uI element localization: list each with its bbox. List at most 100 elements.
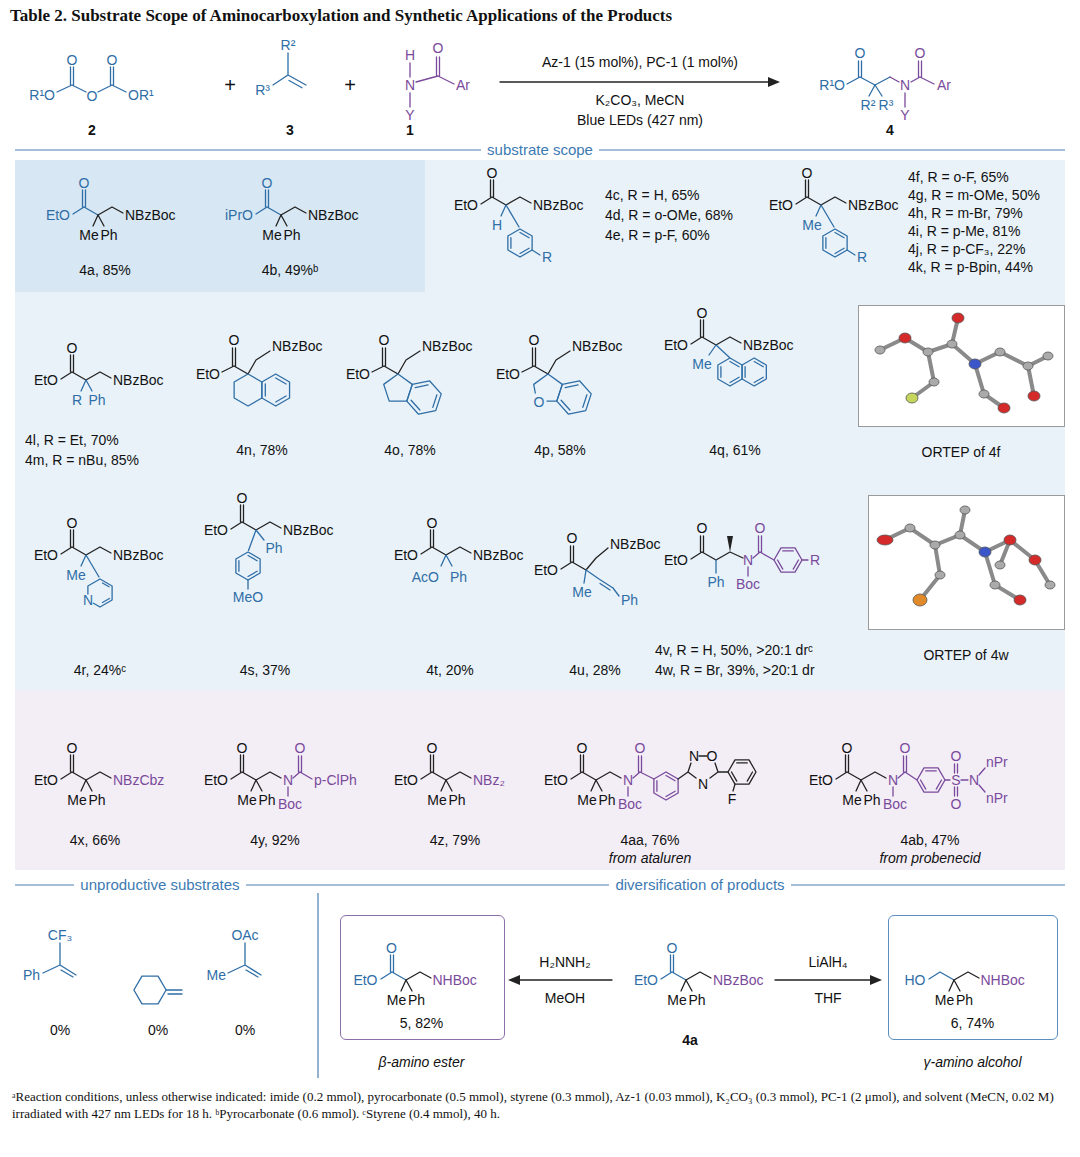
node-text: NHBoc [433,972,477,988]
structure-label: EtO [634,972,658,988]
structure-path [775,979,872,980]
structure-label: Me [79,227,98,243]
structure-use [441,780,452,791]
structure-label: N [689,748,699,764]
structure-label: 4o, 78% [384,442,435,458]
structure-use [506,197,531,205]
structure-ellipse [930,541,940,549]
structure-g [571,755,621,791]
structure-label: Boc [278,796,302,812]
structure-use [856,780,867,791]
structure-label: NBzBoc [610,536,661,552]
structure-use [681,980,692,991]
structure-use [256,522,281,530]
structure-g [929,972,979,991]
structure-label: EtO [544,772,568,788]
structure-use [231,505,256,530]
structure-label: O [900,740,911,756]
structure-rect [858,305,1065,427]
structure-label: 4i, R = p-Me, 81% [908,223,1020,239]
structure-label: OR¹ [128,87,154,103]
structure-use [446,547,471,555]
structure-path [532,250,540,255]
structure-ellipse [1023,362,1033,370]
structure-g [421,530,471,566]
structure-label: NBzBoc [848,197,899,213]
structure-path [885,510,1050,600]
structure-ellipse [877,535,893,545]
node-text: EtO [353,972,377,988]
structure-label: O [707,748,718,764]
structure-label: Ph [100,227,117,243]
structure-use [712,355,748,390]
structure-use [256,190,281,215]
structure-label: O [67,515,78,531]
structure-label: 4z, 79% [430,832,481,848]
structure-label: 0% [235,1022,255,1038]
structure-use [661,955,686,980]
node-text: ORTEP of 4f [922,444,1001,460]
structure-path [500,81,770,82]
structure-use [861,772,886,780]
structure-ellipse [1043,352,1053,360]
structure-use [73,190,98,215]
structure-label: p-ClPh [314,772,357,788]
structure-label: LiAlH₄ [808,954,847,970]
structure-g [691,320,772,389]
structure-label: EtO [34,547,58,563]
structure-g [880,318,1050,600]
structure-label: NBzBoc [533,197,584,213]
structure-use [421,755,446,780]
structure-label: Az-1 (15 mol%), PC-1 (1 mol%) [542,54,738,70]
structure-ellipse [952,313,964,323]
structure-use [231,755,256,780]
structure-polygon [870,975,882,985]
structure-g [381,955,431,991]
structure-use [61,355,86,380]
structure-label: THF [814,990,841,1006]
structure-label: O [529,332,540,348]
structure-use [836,755,861,780]
structure-label: R [810,552,820,568]
structure-label: 4a [682,1032,698,1048]
structure-label: 2 [88,122,96,138]
structure-use [691,320,716,345]
structure-label: Boc [883,796,907,812]
structure-label: EtO [46,207,70,223]
structure-label: 4b, 49%ᵇ [262,262,319,278]
structure-label: NBzBoc [113,547,164,563]
structure-path [945,764,985,796]
structure-label: 4v, R = H, 50%, >20:1 drᶜ [655,642,813,658]
structure-ellipse [923,348,933,356]
structure-label: R¹O [29,87,55,103]
structure-label: Ph [258,792,275,808]
structure-path [715,560,716,573]
structure-ellipse [955,531,965,539]
structure-ellipse [929,378,939,386]
structure-use [949,980,960,991]
structure-path [847,61,890,96]
structure-label: diversification of products [609,877,790,893]
structure-use [401,980,412,991]
structure-label: Ph [265,540,282,556]
structure-label: EtO [496,366,520,382]
structure-label: EtO [769,197,793,213]
structure-ellipse [969,359,981,369]
structure-label: N [900,77,910,93]
structure-rect [15,160,1065,690]
structure-label: Me [692,356,711,372]
structure-label: R [542,249,552,265]
structure-use [255,370,297,410]
structure-label: NBzBoc [283,522,334,538]
structure-label: Me [262,227,281,243]
structure-use [648,769,684,804]
structure-use [381,955,406,980]
structure-use [134,976,166,1004]
structure-g [73,190,123,226]
structure-path [847,250,855,255]
structure-label: iPrO [225,207,253,223]
structure-line [317,893,318,1078]
structure-label: O [67,52,78,68]
structure-label: S [951,772,960,788]
structure-label: H [492,217,502,233]
